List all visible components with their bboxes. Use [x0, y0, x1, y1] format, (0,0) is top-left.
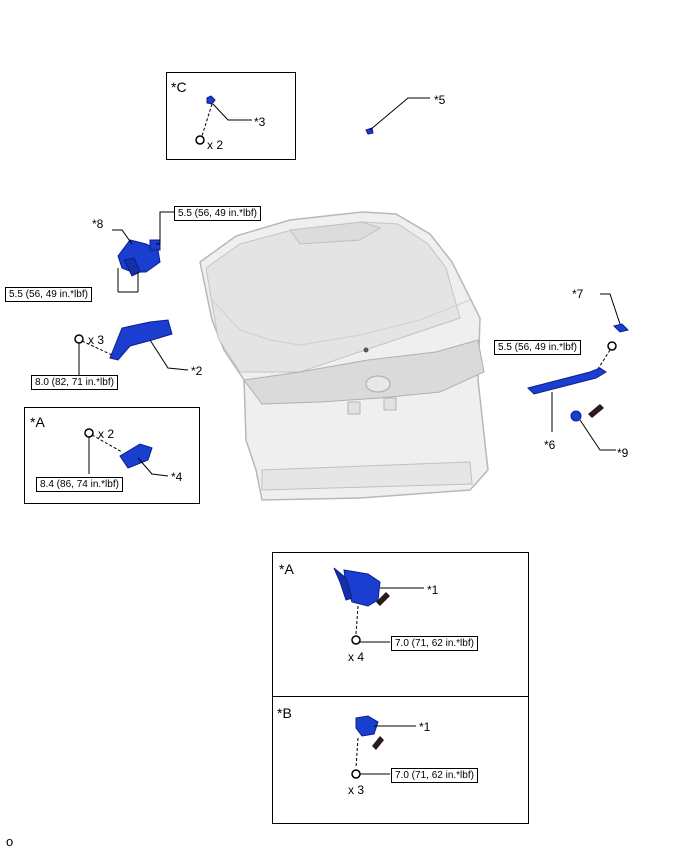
figure-code: o [6, 834, 14, 849]
inset-b-right-frame [272, 696, 529, 824]
callout-5: *5 [434, 93, 446, 107]
part-3-group [195, 95, 252, 145]
inset-c-quantity: x 2 [207, 138, 224, 152]
part-7-cap [595, 293, 629, 373]
inset-c-title: *C [171, 79, 187, 95]
part-2-bracket [74, 319, 189, 375]
part-9-group [570, 404, 616, 451]
torque-spec-part-7: 5.5 (56, 49 in.*lbf) [494, 340, 581, 355]
inset-a-left-frame [24, 407, 200, 504]
part-1-latch-b [351, 715, 416, 779]
part-5-group [365, 97, 430, 135]
callout-6: *6 [544, 438, 556, 452]
callout-1-b: *1 [419, 720, 431, 734]
callout-9: *9 [617, 446, 629, 460]
callout-8: *8 [92, 217, 104, 231]
part-1-latch-a [333, 567, 424, 645]
torque-spec-part-8-left: 5.5 (56, 49 in.*lbf) [5, 287, 92, 302]
callout-2: *2 [191, 364, 203, 378]
back-door-panel [199, 211, 489, 501]
callout-1-a: *1 [427, 583, 439, 597]
part-2-quantity: x 3 [88, 333, 105, 347]
inset-b-right-quantity: x 3 [348, 783, 365, 797]
inset-a-right-quantity: x 4 [348, 650, 365, 664]
part-8-wiper-motor [112, 211, 174, 293]
torque-spec-part-8-top: 5.5 (56, 49 in.*lbf) [174, 206, 261, 221]
inset-c-frame [166, 72, 296, 160]
inset-b-right-title: *B [277, 705, 292, 721]
torque-spec-part-1-a: 7.0 (71, 62 in.*lbf) [391, 636, 478, 651]
callout-3: *3 [254, 115, 266, 129]
torque-spec-part-1-b: 7.0 (71, 62 in.*lbf) [391, 768, 478, 783]
part-6-wiper-arm [527, 367, 607, 432]
inset-a-right-title: *A [279, 561, 294, 577]
part-4-group [84, 428, 169, 477]
callout-7: *7 [572, 287, 584, 301]
callout-4: *4 [171, 470, 183, 484]
torque-spec-part-2: 8.0 (82, 71 in.*lbf) [31, 375, 118, 390]
inset-a-right-frame [272, 552, 529, 697]
inset-a-left-quantity: x 2 [98, 427, 115, 441]
inset-a-left-title: *A [30, 414, 45, 430]
torque-spec-part-4: 8.4 (86, 74 in.*lbf) [36, 477, 123, 492]
